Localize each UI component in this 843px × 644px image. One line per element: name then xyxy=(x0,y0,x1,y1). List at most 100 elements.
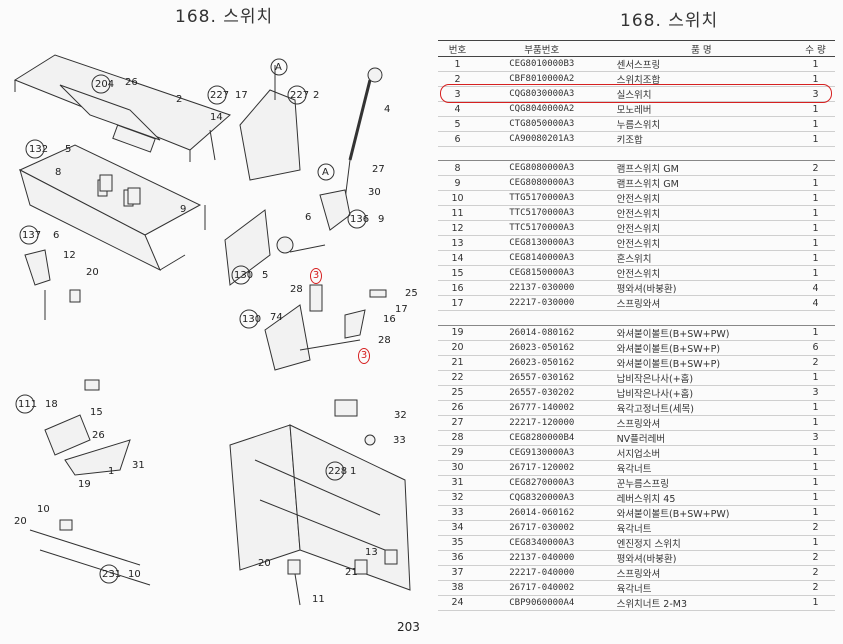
cell-part-number: 22137-030000 xyxy=(476,280,607,297)
callout: 2 xyxy=(313,90,319,101)
cell-part-number: 22137-040000 xyxy=(476,550,607,566)
col-part-number-header: 부품번호 xyxy=(476,40,607,57)
callout: 26 xyxy=(125,77,138,88)
cell-quantity: 2 xyxy=(796,355,835,371)
cell-number xyxy=(438,310,477,326)
callout: 31 xyxy=(132,460,145,471)
cell-quantity: 1 xyxy=(796,370,835,386)
table-row xyxy=(438,146,835,162)
cell-quantity: 1 xyxy=(796,415,835,431)
callout: 2 xyxy=(176,94,182,105)
callout: A xyxy=(322,167,329,178)
cell-quantity: 1 xyxy=(796,71,835,87)
callout: 20 xyxy=(86,267,99,278)
callout: 4 xyxy=(384,104,390,115)
callout: 32 xyxy=(394,410,407,421)
cell-part-name: 평와셔(바붕환) xyxy=(606,550,797,566)
callout: 136 xyxy=(350,214,369,225)
cell-part-name: 평와셔(바붕환) xyxy=(606,280,797,297)
cell-part-number: 26014-080162 xyxy=(476,325,607,341)
cell-number: 1 xyxy=(438,56,477,72)
cell-number xyxy=(438,146,477,162)
cell-part-number xyxy=(476,146,607,162)
cell-part-name: 스위치너트 2-M3 xyxy=(606,595,797,611)
cell-number: 24 xyxy=(438,595,477,611)
cell-quantity: 1 xyxy=(796,535,835,551)
cell-part-name xyxy=(606,146,797,162)
mono-lever xyxy=(344,67,383,201)
cell-number: 35 xyxy=(438,535,477,551)
cell-part-name: 육각너트 xyxy=(606,580,797,596)
cell-quantity: 1 xyxy=(796,131,835,147)
callout: 17 xyxy=(235,90,248,101)
callout: 8 xyxy=(55,167,61,178)
cell-quantity: 1 xyxy=(796,175,835,192)
callout: 231 xyxy=(102,569,121,580)
cell-quantity: 2 xyxy=(796,565,835,581)
cell-part-number: CTG8050000A3 xyxy=(476,116,607,132)
cell-quantity xyxy=(796,310,835,326)
col-quantity-header: 수 량 xyxy=(796,40,835,57)
cell-number: 32 xyxy=(438,490,477,506)
cell-quantity: 1 xyxy=(796,445,835,461)
callout: 10 xyxy=(128,569,141,580)
cell-part-number: 26023-050162 xyxy=(476,340,607,356)
red-circled-callout: 3 xyxy=(310,268,322,284)
callout: 130 xyxy=(242,314,261,325)
callout: 6 xyxy=(305,212,311,223)
cell-part-number: CQG8320000A3 xyxy=(476,490,607,506)
cell-part-name: 센서스프링 xyxy=(606,56,797,72)
cell-part-name: 와셔붙이볼트(B+SW+PW) xyxy=(606,505,797,521)
cell-part-name: 혼스위치 xyxy=(606,250,797,267)
callout: 11 xyxy=(312,594,325,605)
cell-number: 17 xyxy=(438,295,477,312)
callout: 5 xyxy=(65,144,71,155)
cell-number: 29 xyxy=(438,445,477,461)
cell-quantity: 2 xyxy=(796,160,835,177)
cell-part-name: 안전스위치 xyxy=(606,265,797,282)
cell-part-number: CEG9130000A3 xyxy=(476,445,607,461)
cell-number: 12 xyxy=(438,220,477,237)
cell-part-name: 안전스위치 xyxy=(606,235,797,252)
cell-part-name: 서지업소버 xyxy=(606,445,797,461)
cell-part-name: 실스위치 xyxy=(606,86,797,102)
cell-part-number: 26014-060162 xyxy=(476,505,607,521)
horn-switch-parts xyxy=(29,379,151,586)
cell-number: 6 xyxy=(438,131,477,147)
mounting-tray xyxy=(18,144,202,272)
callout-labels: 204 26 2 227 17 227 2 A 4 A 27 30 132 5 … xyxy=(14,58,418,605)
cell-part-number: CA90080201A3 xyxy=(476,131,607,147)
cell-part-number: CEG8280000B4 xyxy=(476,430,607,446)
cell-part-number: 26777-140002 xyxy=(476,400,607,416)
cell-number: 26 xyxy=(438,400,477,416)
cell-number: 5 xyxy=(438,116,477,132)
highlight-row-3-marker xyxy=(440,84,832,103)
callout: 5 xyxy=(262,270,268,281)
cell-number: 14 xyxy=(438,250,477,267)
cell-part-name: 꾼누름스프링 xyxy=(606,475,797,491)
callout: 19 xyxy=(78,479,91,490)
cell-number: 37 xyxy=(438,565,477,581)
cell-part-number: CEG8270000A3 xyxy=(476,475,607,491)
callout: 20 xyxy=(258,558,271,569)
cell-part-number: 26557-030202 xyxy=(476,385,607,401)
cell-quantity: 1 xyxy=(796,250,835,267)
table-header-row: 번호 부품번호 품 명 수 량 xyxy=(438,40,835,57)
callout: 13 xyxy=(365,547,378,558)
